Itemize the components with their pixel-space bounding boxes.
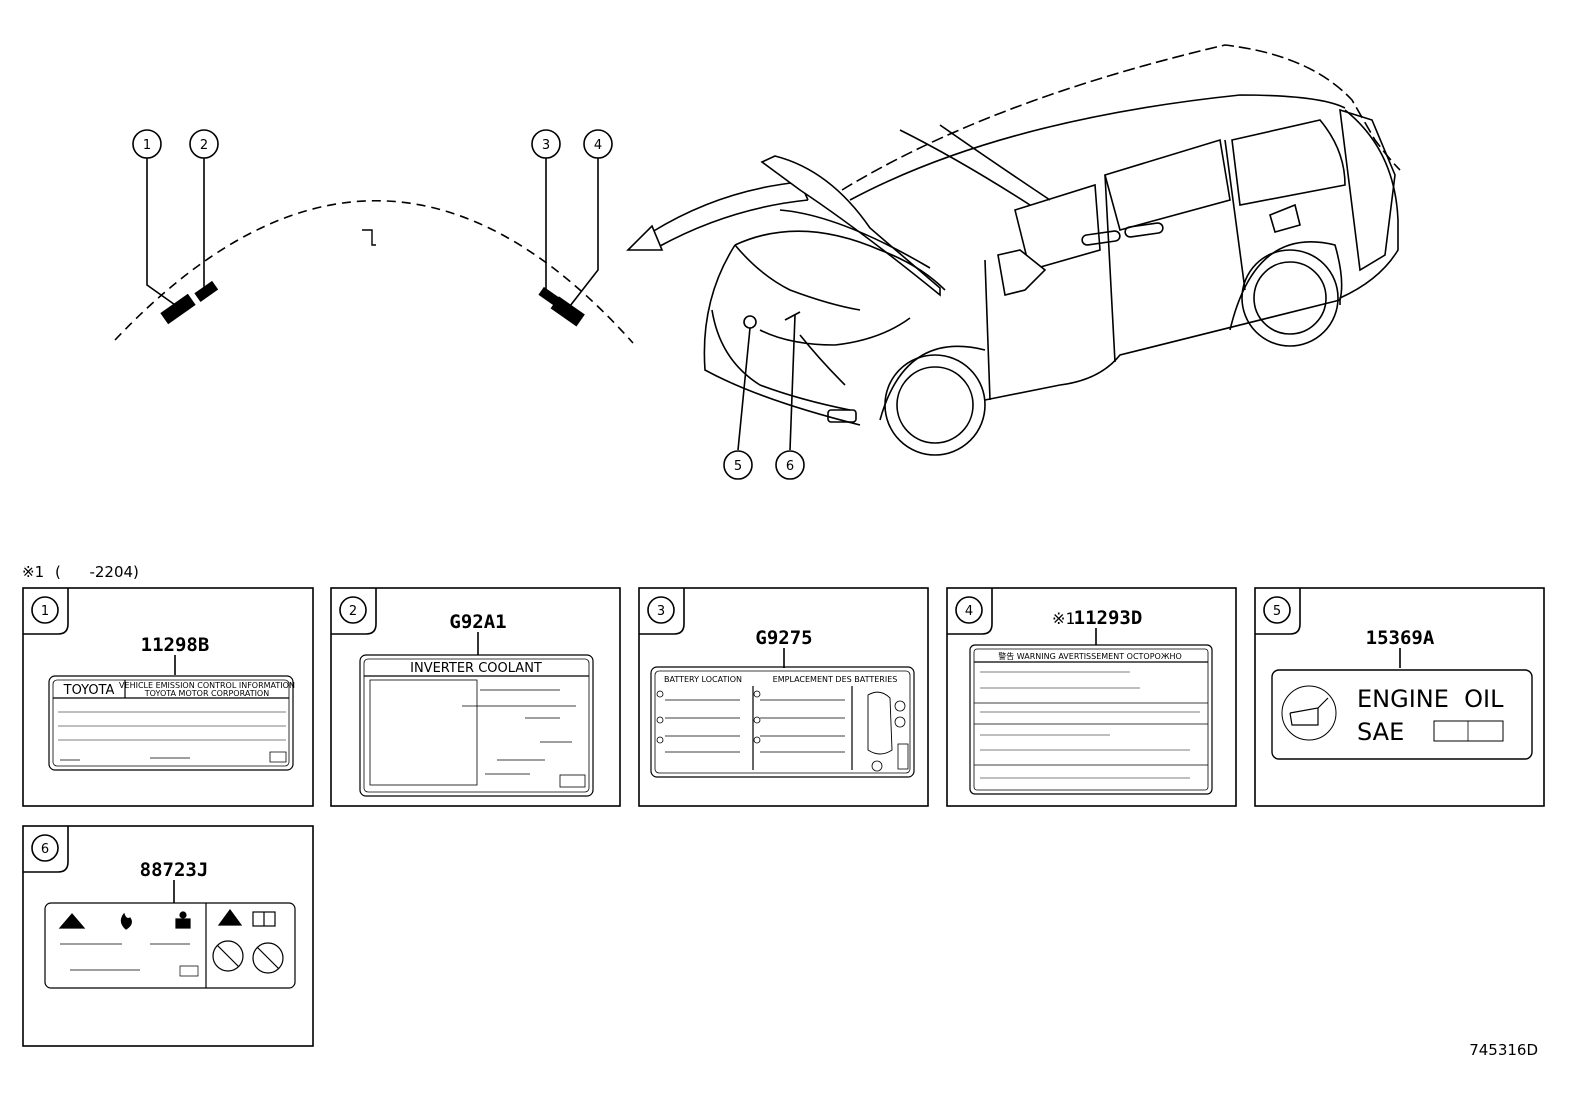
label-1-brand: TOYOTA	[63, 683, 115, 698]
callout-2	[189, 129, 219, 159]
hood-label-2	[194, 280, 219, 302]
panel-2-number: 2	[349, 604, 357, 619]
warning-triangle-icon	[58, 913, 86, 929]
vehicle-drawing	[703, 44, 1401, 480]
label-3-left: BATTERY LOCATION	[664, 675, 742, 684]
callout-2-text: 2	[200, 138, 208, 153]
callout-5	[723, 450, 753, 480]
part-number-1: 11298B	[141, 634, 210, 656]
diagram-id: 745316D	[1469, 1041, 1538, 1059]
panel-4	[946, 587, 1237, 807]
label-5-line1: ENGINE OIL	[1357, 685, 1504, 713]
label-15369A	[1271, 669, 1533, 760]
part-number-4-prefix: ※1	[1052, 609, 1075, 628]
panel-2	[330, 587, 621, 807]
no-fire-icon	[212, 940, 244, 972]
panel-4-number: 4	[965, 604, 973, 619]
label-3-right: EMPLACEMENT DES BATTERIES	[773, 675, 898, 684]
part-number-3: G9275	[755, 627, 812, 649]
footnote-text: ( -2204)	[55, 563, 139, 581]
panel-frames	[22, 587, 1545, 1047]
part-number-6: 88723J	[140, 859, 209, 881]
callout-4	[583, 129, 613, 159]
part-number-2: G92A1	[449, 611, 506, 633]
label-88723J	[44, 902, 296, 989]
part-number-5: 15369A	[1366, 627, 1435, 649]
footnote-mark: ※1	[22, 563, 44, 581]
callout-3	[531, 129, 561, 159]
callout-5-text: 5	[734, 459, 742, 474]
label-5-line2: SAE	[1357, 718, 1404, 746]
panel-3	[638, 587, 929, 807]
hood-label-4	[550, 296, 585, 327]
callout-6-text: 6	[786, 459, 794, 474]
no-smoking-icon	[252, 942, 284, 974]
part-number-4: 11293D	[1074, 607, 1143, 629]
warning-triangle-icon-2	[217, 908, 243, 926]
label-2-title: INVERTER COOLANT	[410, 661, 542, 676]
label-11298B	[48, 675, 294, 771]
label-G9275	[650, 666, 915, 778]
panel-3-number: 3	[657, 604, 665, 619]
book-icon	[252, 911, 276, 927]
panel-1-number: 1	[41, 604, 49, 619]
callout-1-text: 1	[143, 138, 151, 153]
callout-6	[775, 450, 805, 480]
label-4-header: 警告 WARNING AVERTISSEMENT ОСТОРОЖНО	[998, 651, 1182, 661]
callout-1	[132, 129, 162, 159]
manual-person-icon	[175, 911, 191, 929]
hood-top-view	[114, 129, 634, 344]
view-arrow	[626, 181, 809, 251]
panel-6-number: 6	[41, 842, 49, 857]
flame-icon	[120, 912, 132, 930]
label-1-line2: TOYOTA MOTOR CORPORATION	[144, 689, 269, 698]
label-11293D	[969, 644, 1213, 795]
panel-6	[22, 825, 314, 1047]
label-G92A1	[359, 654, 594, 797]
panel-5-number: 5	[1273, 604, 1281, 619]
panel-1	[22, 587, 314, 807]
panel-5	[1254, 587, 1545, 807]
label-1-line1: VEHICLE EMISSION CONTROL INFORMATION	[119, 681, 295, 690]
callout-3-text: 3	[542, 138, 550, 153]
callout-4-text: 4	[594, 138, 602, 153]
